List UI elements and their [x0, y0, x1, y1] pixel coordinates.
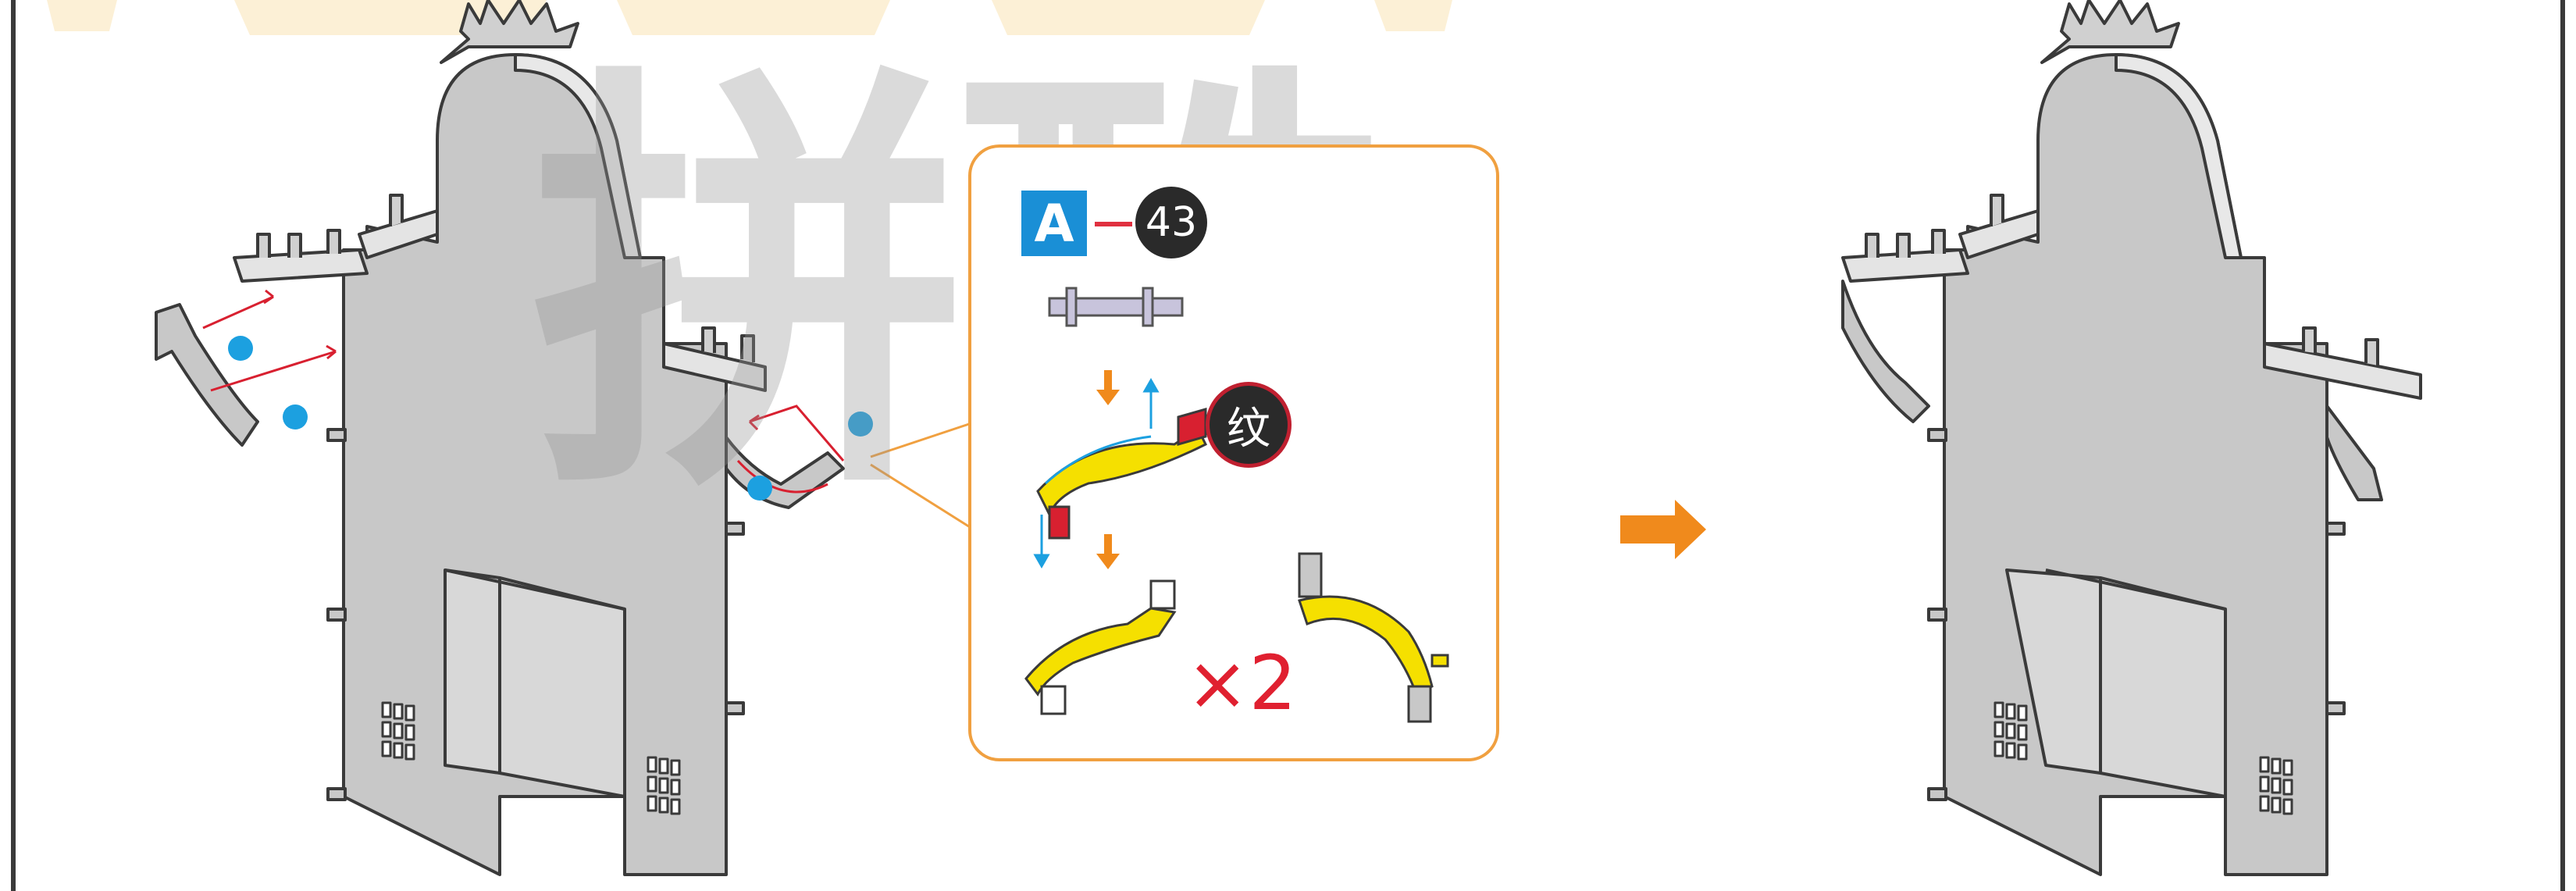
badge-separator: [1095, 222, 1132, 226]
part-letter-badge: A: [1021, 191, 1087, 256]
part-bar: [1048, 287, 1184, 327]
part-number-badge: 43: [1135, 187, 1207, 258]
insertion-arrows-left: [202, 289, 337, 392]
right-building-model: [1841, 0, 2422, 876]
texture-label-badge: 纹: [1206, 382, 1292, 468]
finished-piece-left: [1024, 579, 1177, 715]
quantity-label: ×2: [1186, 640, 1297, 727]
step-arrow-icon: [1620, 500, 1706, 559]
detail-callout: A 43: [968, 144, 1499, 761]
axis-arrow-icon: [1033, 377, 1160, 569]
callout-leader: [870, 420, 977, 533]
blue-dot-marker-icon: [228, 336, 873, 501]
down-arrow-icon: [1096, 370, 1120, 569]
page-frame: [11, 0, 2565, 891]
finished-piece-right: [1298, 552, 1449, 723]
callout-illustration: [1024, 287, 1449, 723]
textured-piece: [1036, 408, 1208, 540]
top-decor: [47, 0, 1452, 35]
insertion-arrows-right: [736, 405, 845, 494]
left-building-model: [155, 0, 845, 876]
